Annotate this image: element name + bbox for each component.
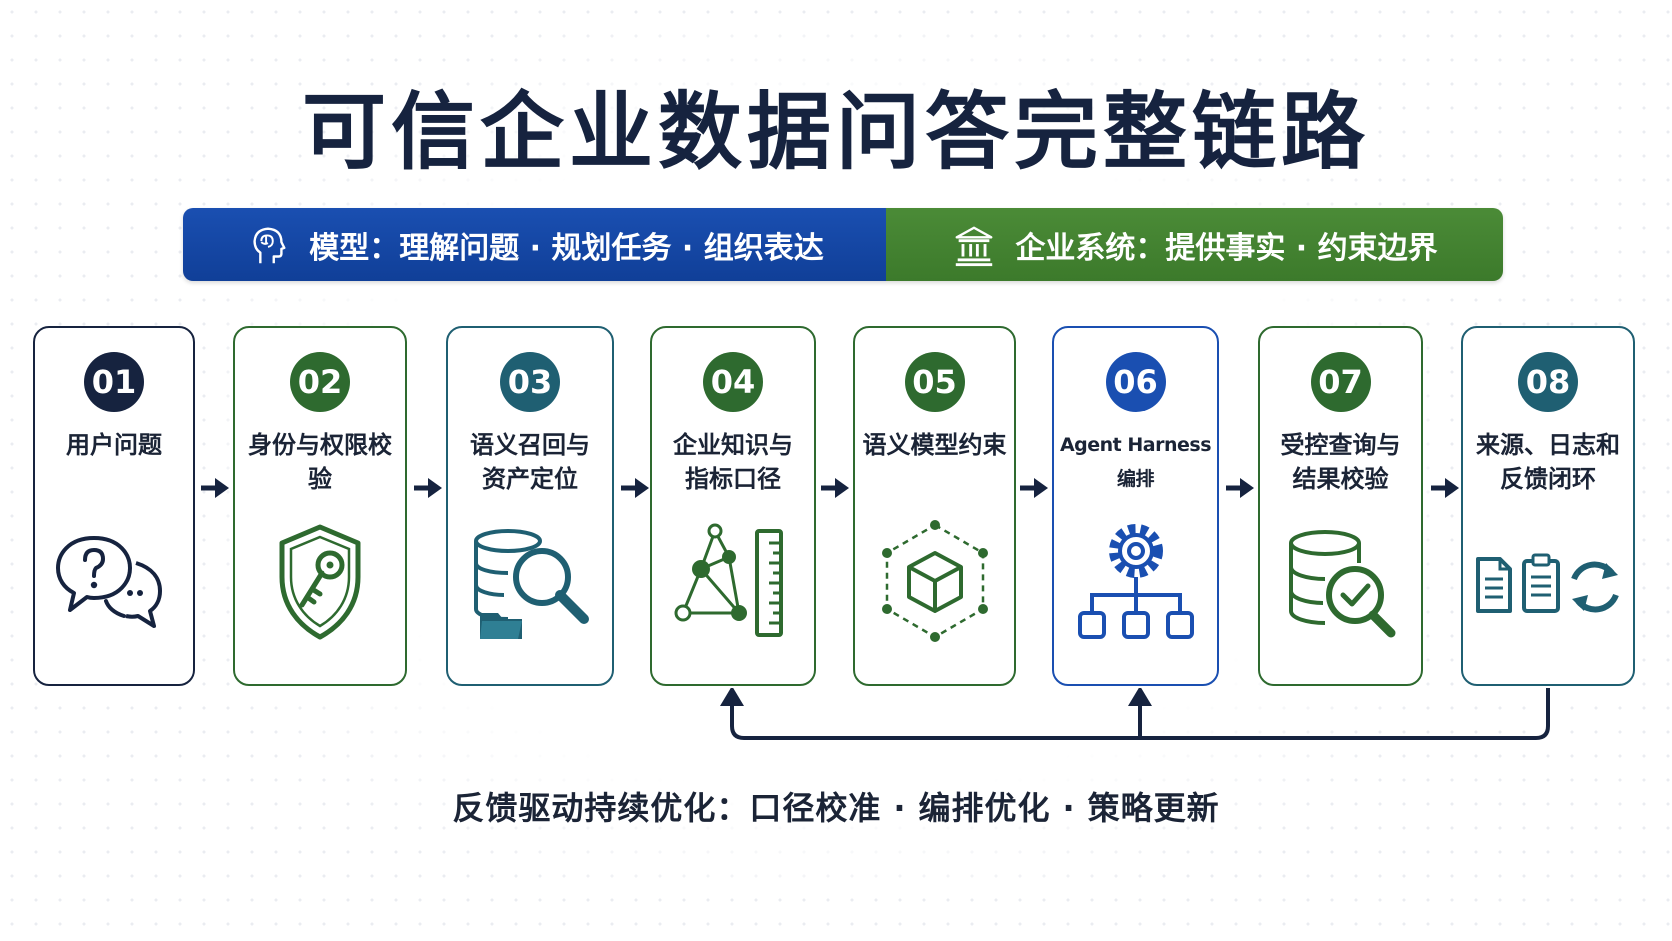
step-card-08: 08 来源、日志和反馈闭环 [1461, 326, 1635, 686]
question-chat-icon [56, 536, 162, 628]
cube-network-icon [881, 520, 988, 642]
brain-head-icon [253, 227, 286, 263]
flow-arrow-7 [1431, 478, 1459, 498]
feedback-item: 编排优化 [918, 789, 1051, 827]
step-number-badge: 04 [703, 352, 763, 412]
step-number-badge: 06 [1105, 352, 1166, 412]
flow-arrow-6 [1226, 478, 1254, 498]
feedback-loop-lines [720, 688, 1550, 740]
shield-key-icon [279, 524, 361, 640]
feedback-separator: · [893, 789, 907, 827]
process-steps: 01 用户问题 02 身份与权限校验 03 语义召回与资产定位 [0, 326, 1672, 690]
flow-arrow-2 [414, 478, 442, 498]
step-label: 用户问题 [66, 431, 162, 459]
feedback-prefix: 反馈驱动持续优化： [452, 789, 750, 827]
database-check-icon [1288, 530, 1395, 638]
step-card-03: 03 语义召回与资产定位 [446, 326, 614, 686]
banner-model-text: 模型：理解问题 · 规划任务 · 组织表达 [309, 230, 824, 266]
feedback-item: 口径校准 [749, 789, 882, 827]
step-label: 企业知识与指标口径 [673, 431, 793, 493]
flow-arrow-3 [621, 478, 649, 498]
role-banner: 模型：理解问题 · 规划任务 · 组织表达 企业系统：提供事实 · 约束边界 [183, 208, 1503, 281]
step-number-badge: 03 [500, 352, 560, 412]
step-number-badge: 01 [84, 352, 144, 412]
feedback-caption: 反馈驱动持续优化：口径校准 · 编排优化 · 策略更新 [0, 783, 1672, 829]
institution-building-icon [955, 226, 993, 266]
step-label: 身份与权限校验 [248, 431, 392, 493]
step-number-badge: 02 [290, 352, 350, 412]
feedback-separator: · [1062, 789, 1076, 827]
graph-ruler-icon [674, 523, 783, 637]
banner-model: 模型：理解问题 · 规划任务 · 组织表达 [183, 208, 886, 281]
docs-refresh-icon [1476, 553, 1619, 613]
database-search-icon [474, 529, 589, 639]
step-number-badge: 07 [1310, 352, 1371, 412]
step-number-badge: 05 [904, 352, 965, 412]
banner-enterprise: 企业系统：提供事实 · 约束边界 [886, 208, 1503, 281]
banner-enterprise-text: 企业系统：提供事实 · 约束边界 [1015, 230, 1438, 266]
step-card-05: 05 语义模型约束 [853, 326, 1016, 686]
step-card-04: 04 企业知识与指标口径 [650, 326, 816, 686]
step-number-badge: 08 [1518, 352, 1578, 412]
flow-arrow-1 [201, 478, 229, 498]
step-label: 来源、日志和反馈闭环 [1476, 431, 1620, 493]
gear-hierarchy-icon [1077, 524, 1194, 639]
flow-arrow-5 [1020, 478, 1048, 498]
step-label: 语义模型约束 [862, 431, 1007, 459]
step-label: 受控查询与结果校验 [1280, 431, 1401, 493]
step-label: 语义召回与资产定位 [470, 431, 590, 493]
step-card-07: 07 受控查询与结果校验 [1258, 326, 1423, 686]
step-card-01: 01 用户问题 [33, 326, 195, 686]
step-label: Agent Harness编排 [1059, 434, 1212, 490]
step-card-06: 06 Agent Harness编排 [1052, 326, 1219, 686]
feedback-item: 策略更新 [1087, 789, 1220, 827]
page-title: 可信企业数据问答完整链路 [301, 83, 1370, 181]
background-fade [220, 30, 1450, 890]
flow-arrow-4 [821, 478, 849, 498]
step-card-02: 02 身份与权限校验 [233, 326, 407, 686]
